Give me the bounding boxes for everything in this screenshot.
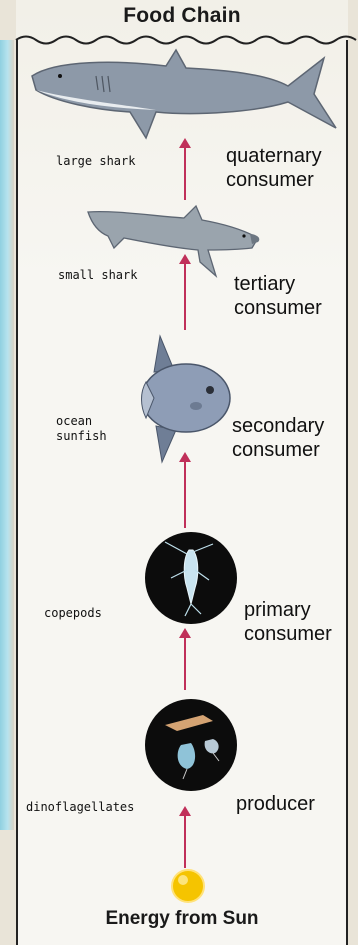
level-quaternary-consumer: quaternary consumer [226,144,342,192]
dinoflagellates-illustration [143,697,239,793]
copepods-illustration [143,530,239,626]
level-tertiary-consumer: tertiary consumer [234,272,344,320]
panel-right-border [346,40,348,945]
energy-arrow-secondary-to-tertiary [178,254,192,330]
energy-source-label: Energy from Sun [16,908,348,930]
level-secondary-consumer: secondary consumer [232,414,346,462]
ocean-sunfish-illustration [138,334,238,464]
level-producer: producer [236,792,346,816]
energy-arrow-tertiary-to-quaternary [178,138,192,200]
label-small-shark: small shark [58,268,137,283]
slide-edge-decoration [0,40,14,830]
label-large-shark: large shark [56,154,135,169]
label-ocean-sunfish: ocean sunfish [56,414,116,444]
panel-left-border [16,40,18,945]
diagram-title: Food Chain [16,4,348,28]
energy-arrow-producer-to-primary [178,628,192,690]
sun-illustration [170,868,210,908]
large-shark-illustration [26,46,346,146]
energy-arrow-sun-to-producer [178,806,192,868]
energy-arrow-primary-to-secondary [178,452,192,528]
level-primary-consumer: primary consumer [244,598,344,646]
label-dinoflagellates: dinoflagellates [26,800,134,815]
label-copepods: copepods [44,606,102,621]
